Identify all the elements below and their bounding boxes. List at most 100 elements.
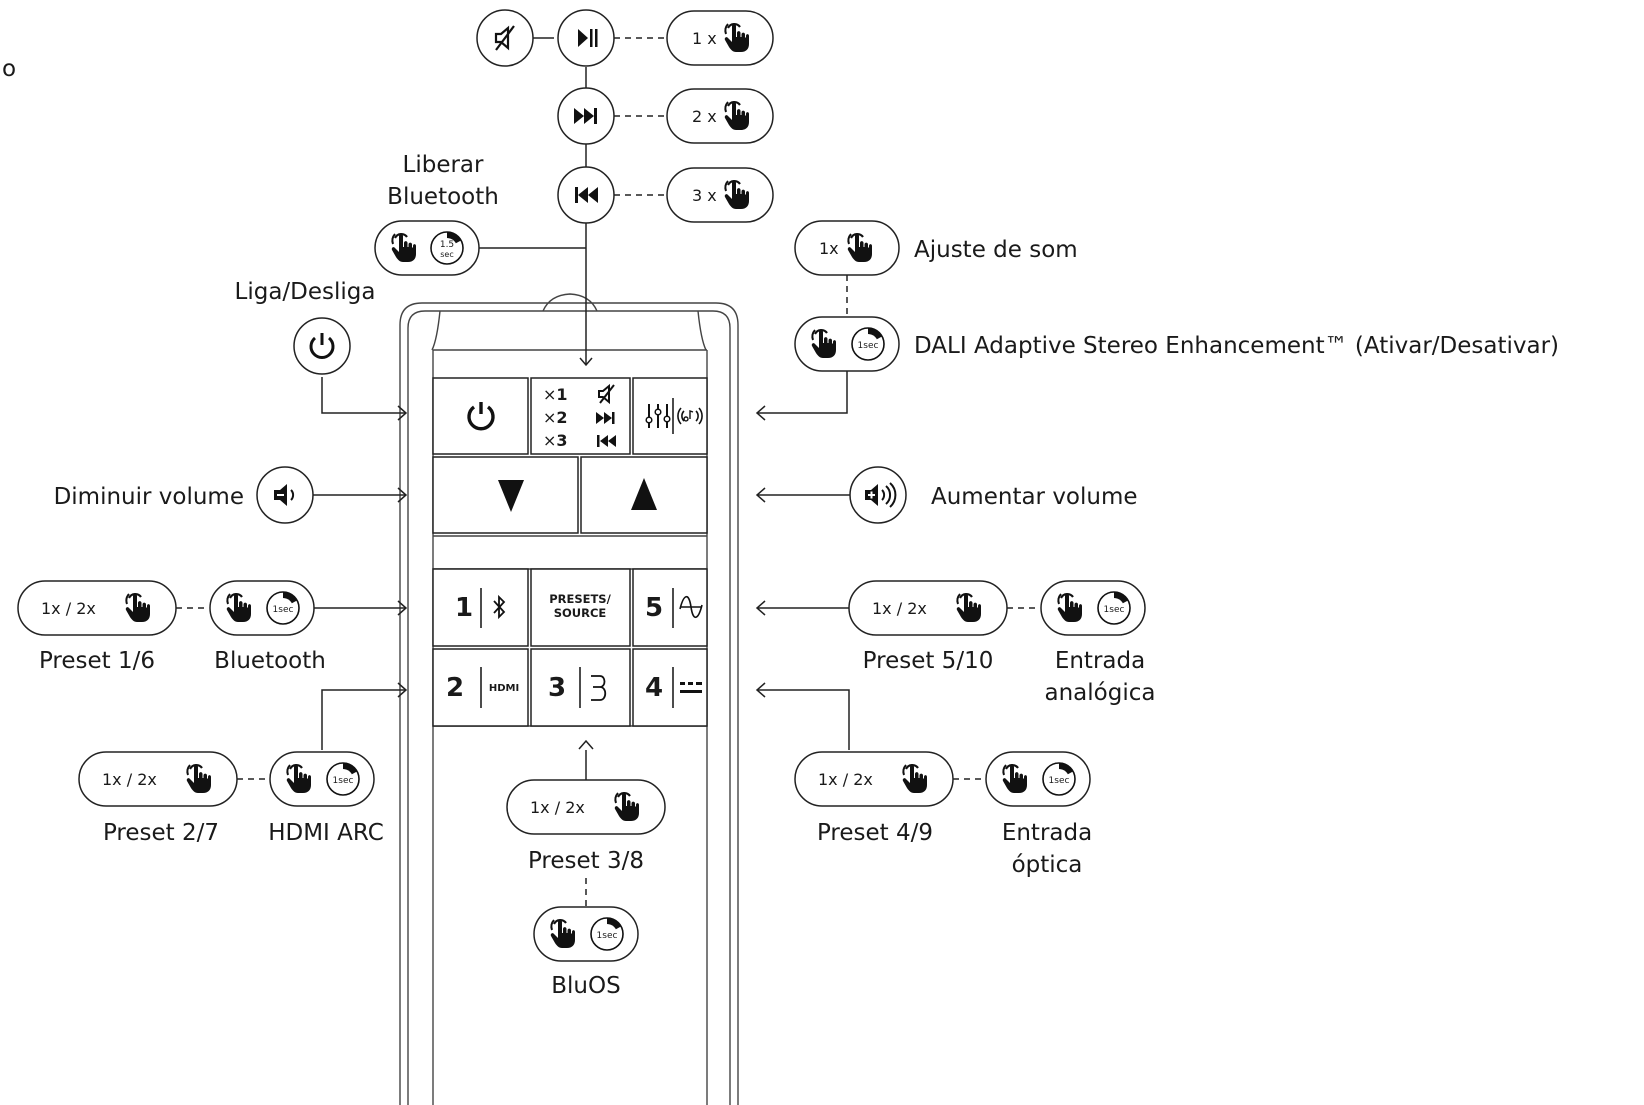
svg-text:1x: 1x (819, 239, 839, 258)
svg-text:3 x: 3 x (692, 186, 717, 205)
preset510-label: Preset 5/10 (863, 648, 994, 674)
play-pause-button[interactable] (557, 9, 615, 67)
preset38-label: Preset 3/8 (528, 848, 644, 874)
sound-waves-icon (677, 407, 703, 425)
volume-up-label: Aumentar volume (931, 484, 1138, 510)
eq-sliders-icon (645, 404, 671, 428)
key-digit-3: 3 (548, 673, 566, 703)
presets-label: PRESETS/ (549, 592, 611, 606)
bluetooth-hold-pill: 1sec (209, 580, 315, 636)
key-digit-4: 4 (645, 673, 663, 703)
svg-text:1x / 2x: 1x / 2x (872, 599, 927, 618)
timer-icon: 1.5 sec (430, 231, 464, 265)
preset49-press-pill: 1x / 2x (794, 751, 954, 807)
power-icon (309, 333, 335, 359)
speaker-up-icon (865, 482, 897, 508)
analog-label-1: Entrada (1055, 648, 1145, 674)
svg-text:×2: ×2 (543, 408, 568, 427)
svg-text:1sec: 1sec (333, 776, 354, 786)
svg-text:1sec: 1sec (858, 341, 879, 351)
timer-icon: 1sec (851, 327, 885, 361)
playback-cluster (532, 37, 667, 367)
svg-text:×1: ×1 (543, 385, 568, 404)
bluetooth-label: Bluetooth (214, 648, 326, 674)
optical-hold-pill: 1sec (985, 751, 1091, 807)
optical-label-1: Entrada (1002, 820, 1092, 846)
previous-track-icon (597, 435, 616, 447)
play-pause-icon (578, 29, 598, 47)
timer-icon: 1sec (326, 762, 360, 796)
release-bt-label-2: Bluetooth (387, 184, 499, 210)
next-track-button[interactable] (557, 87, 615, 145)
svg-text:×3: ×3 (543, 431, 568, 450)
dali-hold-pill: 1sec (794, 316, 900, 372)
bluetooth-icon (493, 594, 506, 620)
mute-button[interactable] (476, 9, 534, 67)
next-track-icon (596, 412, 615, 424)
preset16-label: Preset 1/6 (39, 648, 155, 674)
release-bt-label-1: Liberar (403, 152, 485, 178)
optical-label-2: óptica (1012, 852, 1083, 878)
multi-press-legend: ×1 ×2 ×3 (543, 383, 616, 450)
mute-icon (598, 383, 615, 405)
svg-text:1sec: 1sec (1049, 776, 1070, 786)
bluos-hold-pill: 1sec (533, 906, 639, 962)
dali-label: DALI Adaptive Stereo Enhancement™ (Ativa… (914, 333, 1559, 359)
previous-track-icon (575, 187, 598, 203)
svg-text:1sec: 1sec (597, 931, 618, 941)
press-once-pill: 1 x (666, 10, 774, 66)
release-bt-hold-pill: 1.5 sec (374, 220, 480, 276)
svg-text:1x / 2x: 1x / 2x (102, 770, 157, 789)
analog-wave-icon (679, 595, 703, 619)
svg-text:1.5: 1.5 (440, 240, 454, 250)
source-label: SOURCE (554, 606, 607, 620)
triangle-down-icon (498, 480, 524, 512)
stray-text: o (2, 56, 16, 82)
preset49-label: Preset 4/9 (817, 820, 933, 846)
press-twice-pill: 2 x (666, 88, 774, 144)
analog-hold-pill: 1sec (1040, 580, 1146, 636)
sound-adjust-label: Ajuste de som (914, 237, 1078, 263)
svg-text:1x / 2x: 1x / 2x (530, 798, 585, 817)
sound-adjust-pill: 1x (794, 220, 900, 276)
next-track-icon (574, 108, 597, 124)
presets-source-key[interactable] (530, 568, 631, 647)
analog-label-2: analógica (1045, 680, 1156, 706)
preset27-label: Preset 2/7 (103, 820, 219, 846)
power-button[interactable] (293, 317, 351, 375)
hdmi-arc-label: HDMI ARC (268, 820, 384, 846)
preset16-press-pill: 1x / 2x (17, 580, 177, 636)
preset510-press-pill: 1x / 2x (848, 580, 1008, 636)
press-thrice-pill: 3 x (666, 167, 774, 223)
svg-text:1sec: 1sec (273, 605, 294, 615)
power-key[interactable] (432, 377, 529, 455)
volume-down-label: Diminuir volume (54, 484, 244, 510)
preset-4-key[interactable] (632, 648, 708, 727)
preset38-press-pill: 1x / 2x (506, 779, 666, 835)
svg-text:sec: sec (440, 250, 454, 259)
power-label: Liga/Desliga (235, 279, 376, 305)
svg-text:1 x: 1 x (692, 29, 717, 48)
svg-text:1x / 2x: 1x / 2x (41, 599, 96, 618)
optical-dots-icon (680, 682, 702, 693)
timer-icon: 1sec (266, 591, 300, 625)
volume-up-button[interactable] (849, 466, 907, 524)
timer-icon: 1sec (590, 917, 624, 951)
key-digit-1: 1 (455, 593, 473, 623)
volume-down-button[interactable] (256, 466, 314, 524)
power-icon (467, 402, 495, 431)
preset27-press-pill: 1x / 2x (78, 751, 238, 807)
bluos-icon (591, 675, 607, 701)
svg-text:1sec: 1sec (1104, 605, 1125, 615)
previous-track-button[interactable] (557, 166, 615, 224)
key-digit-5: 5 (645, 593, 663, 623)
key-digit-2: 2 (446, 673, 464, 703)
timer-icon: 1sec (1097, 591, 1131, 625)
mute-icon (494, 25, 515, 51)
speaker-down-icon (274, 484, 295, 506)
triangle-up-icon (631, 478, 657, 510)
timer-icon: 1sec (1042, 762, 1076, 796)
sound-adjust-key[interactable] (632, 377, 708, 455)
hdmi-arc-hold-pill: 1sec (269, 751, 375, 807)
